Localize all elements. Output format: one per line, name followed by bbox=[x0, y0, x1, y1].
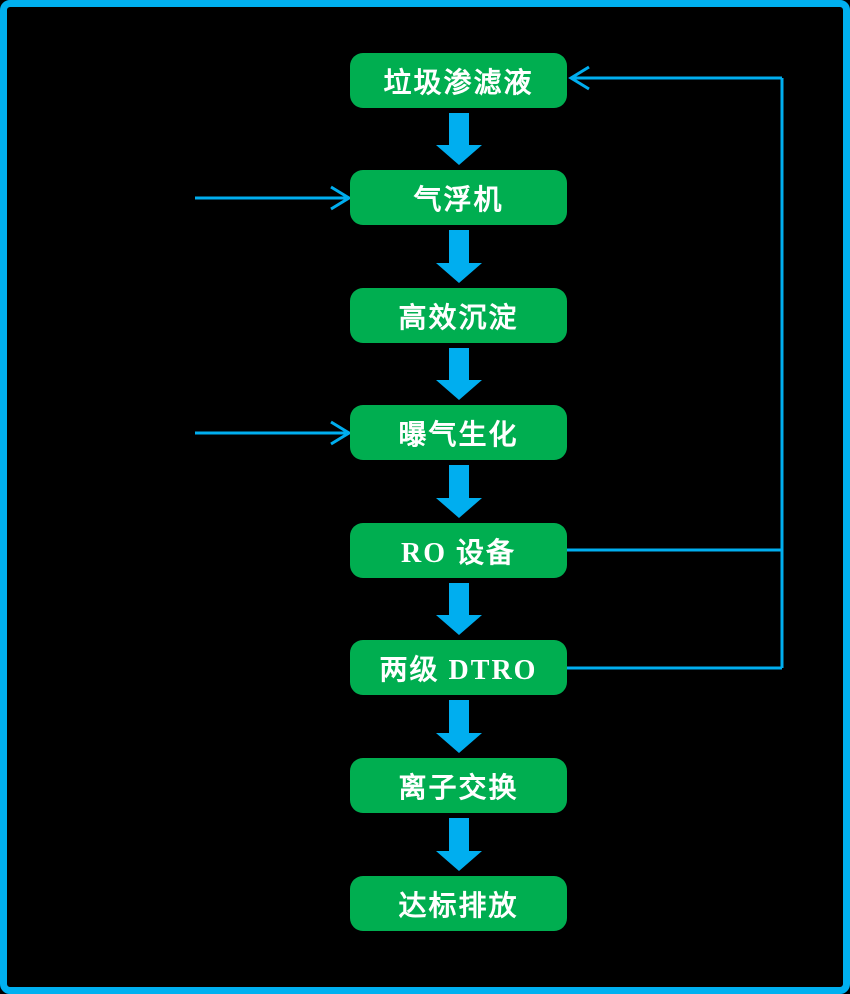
block-arrow-down-1 bbox=[436, 113, 482, 165]
arrowhead-into-leachate bbox=[568, 65, 590, 91]
node-ro-equipment: RO 设备 bbox=[350, 523, 567, 578]
arrowhead-into-air-flotation bbox=[330, 185, 352, 211]
node-aeration-biochemical-label: 曝气生化 bbox=[398, 419, 519, 451]
block-arrow-down-4 bbox=[436, 465, 482, 518]
arrowhead-into-aeration bbox=[330, 420, 352, 446]
block-arrow-down-3 bbox=[436, 348, 482, 400]
node-high-efficiency-sedimentation: 高效沉淀 bbox=[350, 288, 567, 343]
node-ion-exchange: 离子交换 bbox=[350, 758, 567, 813]
node-leachate-label: 垃圾渗滤液 bbox=[383, 67, 534, 99]
node-two-stage-dtro-label: 两级 DTRO bbox=[379, 654, 538, 686]
node-air-flotation-label: 气浮机 bbox=[413, 184, 504, 216]
node-leachate: 垃圾渗滤液 bbox=[350, 53, 567, 108]
block-arrow-down-2 bbox=[436, 230, 482, 283]
node-compliant-discharge-label: 达标排放 bbox=[398, 890, 519, 922]
node-ro-equipment-label: RO 设备 bbox=[400, 537, 516, 569]
node-high-efficiency-sedimentation-label: 高效沉淀 bbox=[398, 302, 519, 334]
block-arrow-down-6 bbox=[436, 700, 482, 753]
node-ion-exchange-label: 离子交换 bbox=[398, 772, 519, 804]
block-arrow-down-5 bbox=[436, 583, 482, 635]
node-air-flotation: 气浮机 bbox=[350, 170, 567, 225]
node-two-stage-dtro: 两级 DTRO bbox=[350, 640, 567, 695]
block-arrow-down-7 bbox=[436, 818, 482, 871]
node-aeration-biochemical: 曝气生化 bbox=[350, 405, 567, 460]
node-compliant-discharge: 达标排放 bbox=[350, 876, 567, 931]
